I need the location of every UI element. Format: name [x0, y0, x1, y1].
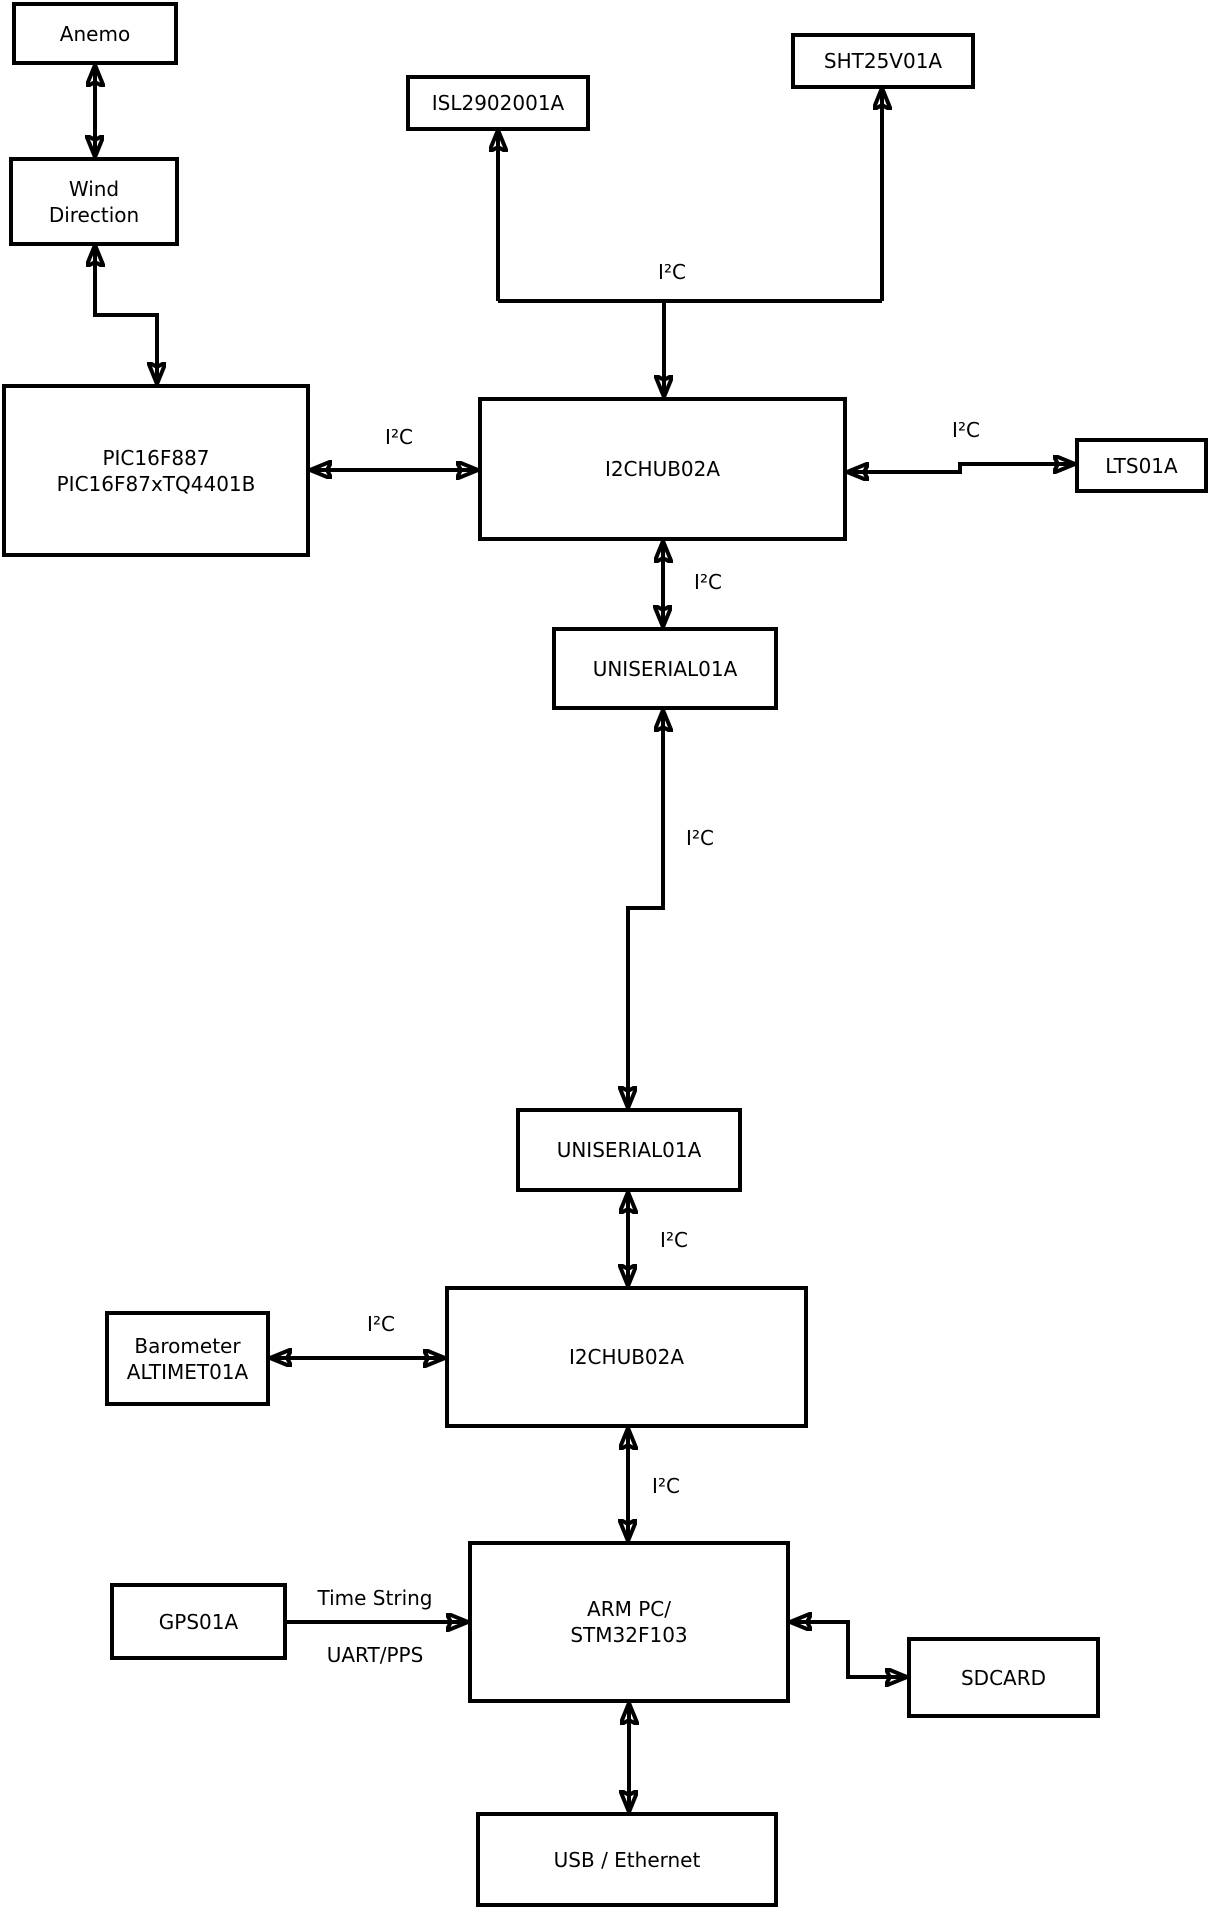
node-barometer-altimet01a: Barometer ALTIMET01A: [105, 1311, 270, 1406]
node-usb-label: USB / Ethernet: [553, 1847, 701, 1872]
node-lts01a: LTS01A: [1075, 438, 1208, 493]
edge-label-uart-pps: UART/PPS: [326, 1643, 424, 1667]
node-wind-line1: Wind: [68, 176, 120, 201]
node-uniserial1-label: UNISERIAL01A: [592, 656, 738, 681]
node-isl-label: ISL2902001A: [431, 91, 565, 115]
edge-armpc-sdcard: [790, 1622, 907, 1677]
node-i2chub02a-top: I2CHUB02A: [478, 397, 847, 541]
node-sht25v01a: SHT25V01A: [791, 33, 975, 89]
edge-label-hub1-uniserial1-i2c: I²C: [694, 570, 722, 594]
node-armpc-line2: STM32F103: [570, 1623, 688, 1647]
edge-label-time-string: Time String: [317, 1586, 433, 1610]
node-uniserial01a-top: UNISERIAL01A: [552, 627, 778, 710]
edge-wind-pic: [95, 245, 157, 384]
node-barometer-line1: Barometer: [134, 1333, 241, 1358]
node-sdcard-label: SDCARD: [960, 1665, 1047, 1690]
edge-label-barometer-hub2-i2c: I²C: [367, 1312, 395, 1336]
node-uniserial2-label: UNISERIAL01A: [556, 1138, 702, 1162]
edge-label-bus-top-i2c: I²C: [658, 260, 686, 284]
edge-hub1-lts: [847, 464, 1075, 472]
edge-label-uniserial2-hub2-i2c: I²C: [660, 1228, 688, 1252]
node-pic-line2: PIC16F87xTQ4401B: [56, 471, 256, 496]
node-hub2-label: I2CHUB02A: [568, 1345, 685, 1369]
node-wind-line2: Direction: [48, 202, 140, 227]
node-i2chub02a-bottom: I2CHUB02A: [445, 1286, 808, 1428]
node-pic-line1: PIC16F887: [102, 445, 210, 470]
edge-label-hub2-armpc-i2c: I²C: [652, 1474, 680, 1498]
edge-label-hub1-lts-i2c: I²C: [952, 418, 980, 442]
node-armpc-line1: ARM PC/: [587, 1597, 671, 1621]
edge-uniserial1-uniserial2: [628, 710, 663, 1108]
node-pic16f887: PIC16F887 PIC16F87xTQ4401B: [2, 384, 310, 557]
node-usb-ethernet: USB / Ethernet: [476, 1812, 778, 1907]
node-anemo-label: Anemo: [59, 21, 131, 46]
node-gps-label: GPS01A: [158, 1609, 239, 1634]
node-armpc-stm32f103: ARM PC/ STM32F103: [468, 1541, 790, 1703]
node-sdcard: SDCARD: [907, 1637, 1100, 1718]
node-barometer-line2: ALTIMET01A: [126, 1359, 249, 1384]
node-hub1-label: I2CHUB02A: [604, 457, 721, 481]
node-sht-label: SHT25V01A: [823, 49, 943, 73]
node-wind-direction: Wind Direction: [9, 157, 179, 246]
edge-label-pic-hub1-i2c: I²C: [385, 425, 413, 449]
node-isl2902001a: ISL2902001A: [406, 75, 590, 131]
node-lts-label: LTS01A: [1105, 453, 1178, 478]
edge-label-uniserial1-uniserial2-i2c: I²C: [686, 826, 714, 850]
node-anemo: Anemo: [12, 2, 178, 65]
node-gps01a: GPS01A: [110, 1583, 287, 1660]
node-uniserial01a-bottom: UNISERIAL01A: [516, 1108, 742, 1192]
